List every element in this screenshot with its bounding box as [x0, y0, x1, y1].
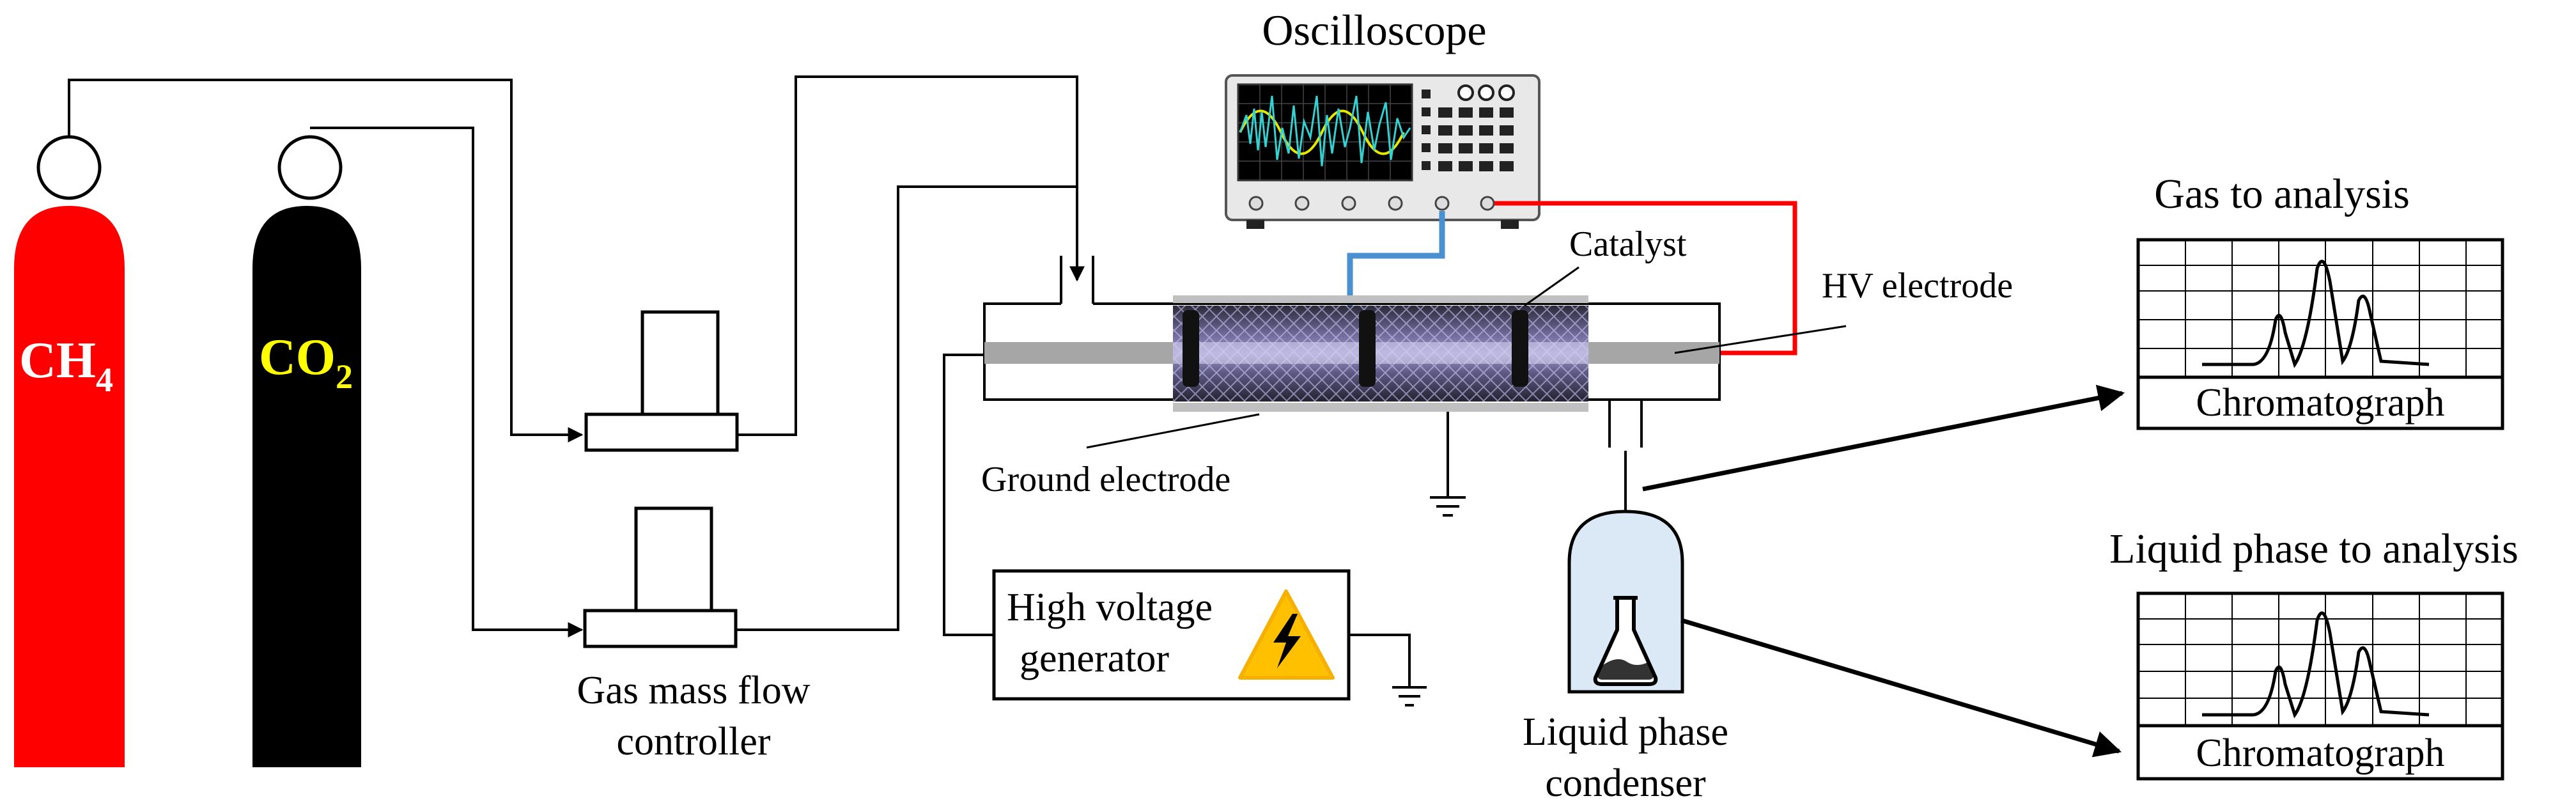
mass-flow-controller-1: [584, 310, 739, 452]
high-voltage-warning-icon: [1238, 589, 1335, 680]
ground-symbol-icon: [1430, 412, 1466, 517]
chromatogram-peaks-1: [2202, 260, 2430, 368]
co2-regulator: [277, 135, 343, 200]
ground-symbol-icon: [1349, 634, 1427, 707]
gas-lines: [68, 75, 1085, 637]
ground-electrode-foil: [1173, 403, 1588, 412]
liquid-phase-condenser: [1567, 510, 1684, 694]
ch4-cylinder-body: [14, 206, 125, 767]
hv-electrode-label: HV electrode: [1822, 266, 2013, 306]
dbd-reactor: [983, 256, 1721, 448]
ch4-formula: CH4: [19, 332, 113, 399]
flask-icon: [1593, 596, 1658, 686]
chromatogram-peaks-2: [2202, 611, 2430, 719]
hv-generator-label-line2: generator: [1020, 637, 1169, 680]
ground-electrode-label: Ground electrode: [981, 460, 1230, 499]
mfc-label-line1: Gas mass flow: [577, 669, 810, 712]
hv-electrode-pointer: [1674, 325, 1847, 354]
probe-wire: [1347, 211, 1445, 313]
condenser-label-line1: Liquid phase: [1523, 710, 1728, 754]
condenser-label-line2: condenser: [1545, 761, 1706, 805]
oscilloscope-icon: [1225, 74, 1540, 229]
ch4-regulator: [36, 135, 102, 200]
liquid-to-analysis-label: Liquid phase to analysis: [2109, 526, 2518, 572]
hv-wire: [1494, 201, 1797, 355]
current-waveform: [1239, 95, 1411, 167]
co2-formula: CO2: [259, 329, 353, 396]
oscilloscope-label: Oscilloscope: [1262, 6, 1486, 54]
mfc-label-line2: controller: [616, 720, 770, 763]
chromatograph-1: Chromatograph: [2136, 238, 2504, 430]
chromatograph-label-1: Chromatograph: [2196, 381, 2444, 425]
chromatograph-2: Chromatograph: [2136, 591, 2504, 781]
high-voltage-generator: High voltage generator: [992, 569, 1351, 701]
catalyst-label: Catalyst: [1569, 224, 1687, 264]
hv-generator-label-line1: High voltage: [1007, 586, 1213, 629]
ch4-cylinder: CH4: [14, 135, 125, 767]
chromatograph-label-2: Chromatograph: [2196, 731, 2444, 775]
catalyst-pointer: [1524, 266, 1579, 307]
co2-cylinder: CO2: [252, 135, 361, 767]
ground-electrode-pointer: [1086, 413, 1260, 449]
mass-flow-controller-2: [583, 506, 738, 648]
co2-cylinder-body: [252, 206, 361, 767]
gas-to-analysis-label: Gas to analysis: [2154, 171, 2410, 217]
